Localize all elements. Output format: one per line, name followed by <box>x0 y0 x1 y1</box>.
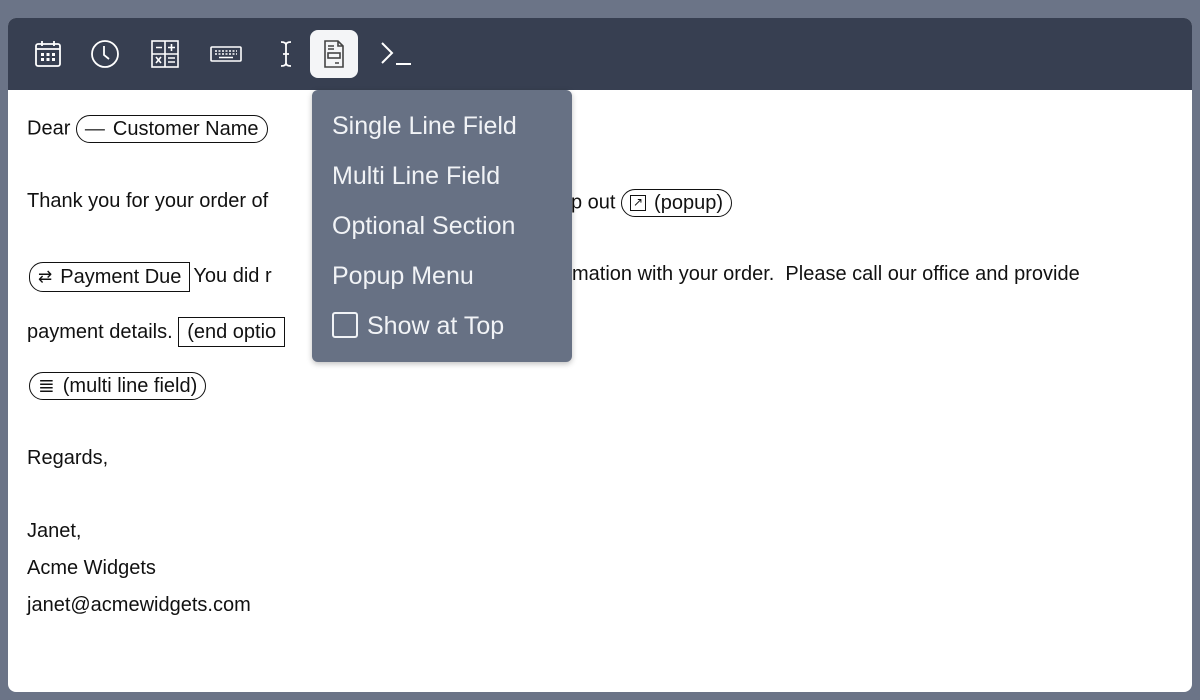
text-cursor-icon <box>280 41 292 67</box>
insert-script-button[interactable] <box>371 30 419 78</box>
regards-text: Regards, <box>27 447 109 469</box>
section-end-label: (end optio <box>187 321 277 343</box>
menu-item-popup-menu[interactable]: Popup Menu <box>332 262 474 290</box>
popup-icon: ↗ <box>630 195 647 211</box>
field-label: (popup) <box>654 192 723 214</box>
menu-item-optional-section[interactable]: Optional Section <box>332 212 516 240</box>
insert-calculation-button[interactable] <box>141 30 189 78</box>
multi-line-field[interactable]: ≣ (multi line field) <box>29 372 207 400</box>
calculator-icon <box>151 40 179 68</box>
payment-details-line: payment details. (end optio <box>27 317 286 347</box>
thanks-text: Thank you for your order of <box>27 190 269 212</box>
menu-item-multi-line-field[interactable]: Multi Line Field <box>332 162 501 190</box>
menu-item-single-line-field[interactable]: Single Line Field <box>332 112 517 140</box>
field-label: (multi line field) <box>62 375 198 397</box>
toolbar <box>8 18 1192 90</box>
show-at-top-toggle[interactable]: Show at Top <box>332 312 504 341</box>
editor-window: Dear — Customer Name Thank you for your o… <box>8 18 1192 692</box>
payment-line: ⇄ Payment Due You did r <box>29 262 272 292</box>
payment-details-text: payment details. <box>27 321 173 343</box>
multi-line-row: ≣ (multi line field) <box>29 372 207 400</box>
insert-key-button[interactable] <box>202 30 250 78</box>
calendar-icon <box>35 41 61 67</box>
signature-company: Acme Widgets <box>27 557 156 579</box>
form-insert-menu: Single Line Field Multi Line Field Optio… <box>312 90 572 362</box>
dear-text: Dear <box>27 117 71 140</box>
section-label: Payment Due <box>60 266 182 288</box>
clock-icon <box>91 40 119 68</box>
show-at-top-label: Show at Top <box>367 312 505 340</box>
popup-field[interactable]: ↗ (popup) <box>621 189 732 217</box>
field-label: Customer Name <box>112 118 259 140</box>
greeting-line: Dear — Customer Name <box>27 115 268 143</box>
customer-name-field[interactable]: — Customer Name <box>75 115 268 143</box>
repeat-icon: ⇄ <box>38 267 53 286</box>
insert-date-button[interactable] <box>24 30 72 78</box>
thanks-tail-text: p out <box>571 191 616 214</box>
optional-section-end[interactable]: (end optio <box>178 317 286 347</box>
payment-text: You did r <box>193 265 272 287</box>
signature-email: janet@acmewidgets.com <box>27 594 251 616</box>
thanks-tail: p out ↗ (popup) <box>571 189 732 217</box>
insert-time-button[interactable] <box>81 30 129 78</box>
form-icon <box>324 40 344 68</box>
signature-name: Janet, <box>27 520 82 542</box>
optional-section-start[interactable]: ⇄ Payment Due <box>29 262 191 292</box>
keyboard-icon <box>210 46 242 62</box>
payment-tail: mation with your order. Please call our … <box>572 263 1080 285</box>
terminal-icon <box>381 42 411 65</box>
show-at-top-checkbox[interactable] <box>332 312 358 338</box>
insert-form-button[interactable] <box>310 30 358 78</box>
insert-cursor-button[interactable] <box>262 30 310 78</box>
single-line-icon: — <box>84 118 105 140</box>
multi-line-icon: ≣ <box>38 375 55 397</box>
